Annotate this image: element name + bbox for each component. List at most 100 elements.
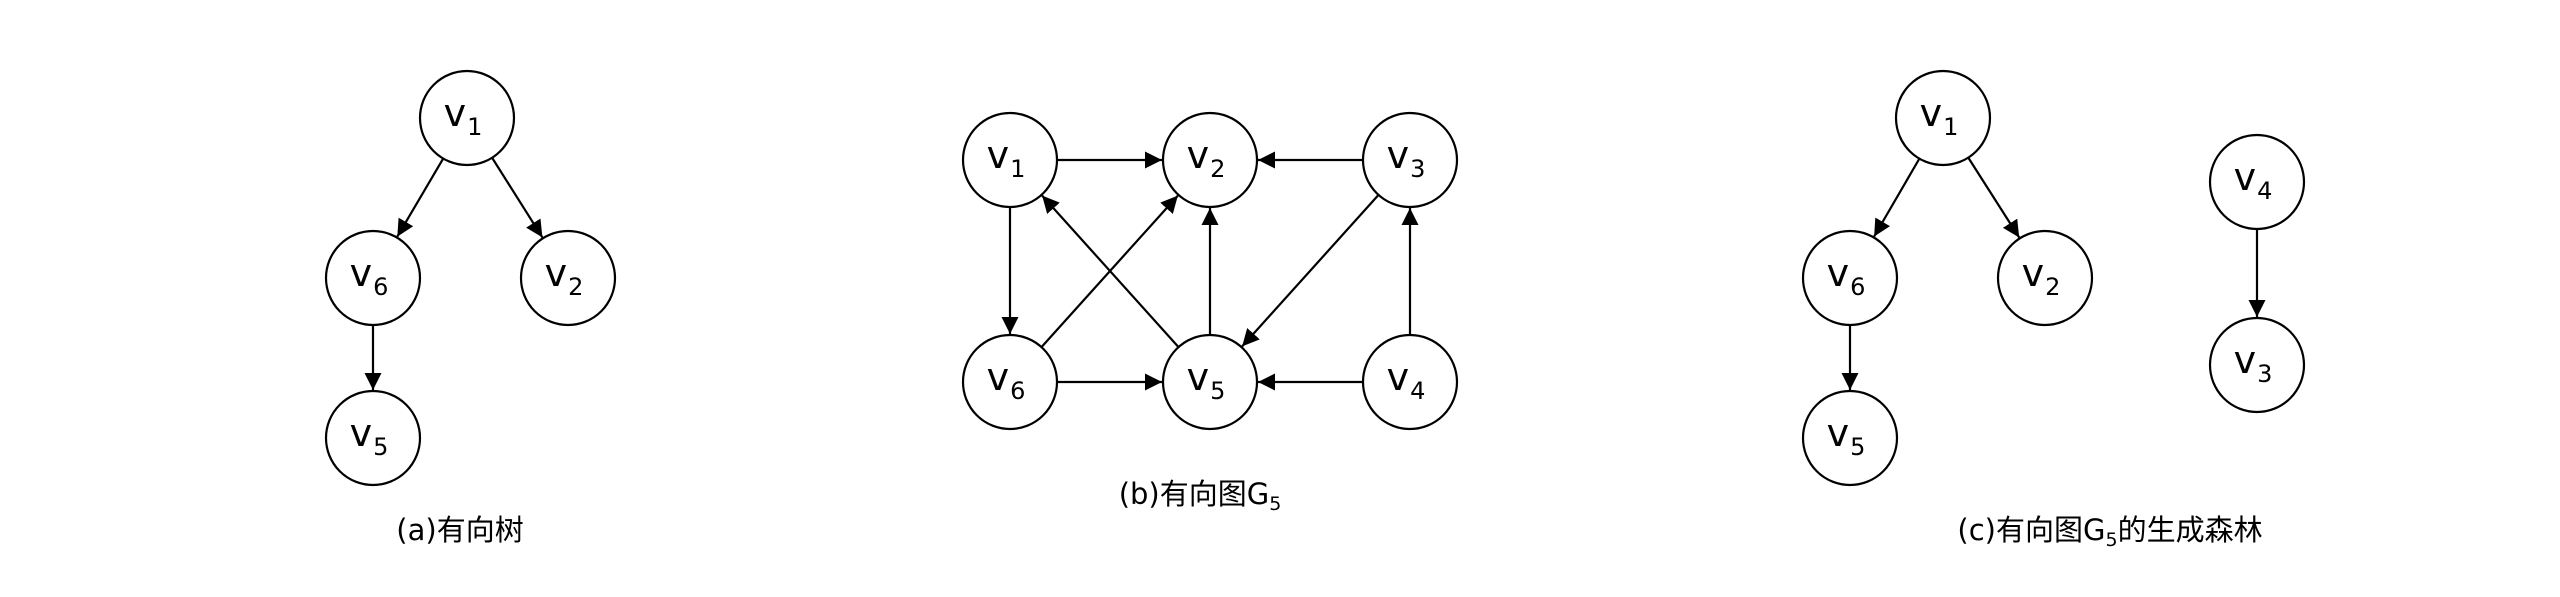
node-v6: v6 [1801,229,1899,327]
edges [1001,151,1419,391]
node-label-main: v [444,91,467,135]
node-label-subscript: 6 [373,273,388,301]
node-label-subscript: 5 [1850,433,1865,461]
node-v4: v4 [1361,333,1459,431]
node-label: v5 [1187,355,1226,405]
edge-v1-to-v2 [491,157,544,238]
node-v2: v2 [519,229,617,327]
node-label: v4 [2234,155,2273,205]
node-label: v1 [987,133,1026,183]
node-label: v6 [350,251,389,301]
node-label: v5 [350,411,389,461]
node-v3: v3 [1361,111,1459,209]
node-label-main: v [987,133,1010,177]
node-label-main: v [987,355,1010,399]
node-label-main: v [1187,133,1210,177]
node-label-main: v [1920,91,1943,135]
node-label-subscript: 4 [2257,177,2272,205]
node-label-main: v [1187,355,1210,399]
node-circle [324,389,422,487]
node-label-main: v [2022,251,2045,295]
caption-text: (b)有向图G [1119,477,1270,511]
caption-text: (c)有向图G [1957,513,2105,547]
node-label-subscript: 1 [1943,113,1958,141]
node-label-subscript: 4 [1410,377,1425,405]
node-label-main: v [2234,338,2257,382]
node-circle [418,69,516,167]
node-label-subscript: 5 [1210,377,1225,405]
node-label: v3 [1387,133,1426,183]
node-label: v3 [2234,338,2273,388]
node-circle [519,229,617,327]
node-label: v6 [987,355,1026,405]
node-label-subscript: 2 [2045,273,2060,301]
node-v5: v5 [1801,389,1899,487]
node-label-subscript: 2 [568,273,583,301]
node-label-main: v [1827,411,1850,455]
node-v4: v4 [2208,133,2306,231]
node-circle [1801,389,1899,487]
node-v1: v1 [1894,69,1992,167]
node-v2: v2 [1996,229,2094,327]
node-v6: v6 [961,333,1059,431]
caption-b: (b)有向图G5 [1119,477,1282,515]
node-label: v5 [1827,411,1866,461]
edge-v1-to-v6 [1873,158,1921,238]
node-circle [324,229,422,327]
node-label-main: v [2234,155,2257,199]
node-v3: v3 [2208,316,2306,414]
caption-a: (a)有向树 [396,513,523,547]
node-label-subscript: 1 [1010,155,1025,183]
node-circle [1801,229,1899,327]
node-label-subscript: 3 [2257,360,2272,388]
caption-suffix: 的生成森林 [2118,513,2263,547]
node-circle [2208,133,2306,231]
node-label: v2 [1187,133,1226,183]
node-label-subscript: 2 [1210,155,1225,183]
node-v5: v5 [1161,333,1259,431]
node-label-subscript: 6 [1010,377,1025,405]
caption-c: (c)有向图G5的生成森林 [1957,513,2262,551]
node-label: v2 [545,251,584,301]
node-label-subscript: 6 [1850,273,1865,301]
node-label: v4 [1387,355,1426,405]
edge-v1-to-v6 [396,157,445,238]
node-v1: v1 [961,111,1059,209]
node-label-subscript: 5 [373,433,388,461]
node-label-main: v [545,251,568,295]
node-v1: v1 [418,69,516,167]
edge-v5-to-v1 [1041,194,1180,348]
edge-v1-to-v2 [1967,157,2021,239]
node-circle [1996,229,2094,327]
node-v2: v2 [1161,111,1259,209]
node-label-main: v [350,251,373,295]
node-v5: v5 [324,389,422,487]
node-label-subscript: 3 [1410,155,1425,183]
node-circle [961,333,1059,431]
node-label-main: v [1387,133,1410,177]
node-label-main: v [350,411,373,455]
node-label-main: v [1827,251,1850,295]
node-circle [2208,316,2306,414]
node-label: v6 [1827,251,1866,301]
caption-text: (a)有向树 [396,513,523,547]
node-circle [1161,111,1259,209]
caption-subscript: 5 [1269,493,1281,515]
edges [1841,157,2266,390]
caption-subscript: 5 [2105,529,2117,551]
node-circle [1361,333,1459,431]
node-circle [961,111,1059,209]
node-circle [1894,69,1992,167]
node-circle [1161,333,1259,431]
edge-v3-to-v5 [1241,194,1380,348]
node-label: v1 [1920,91,1959,141]
node-label-subscript: 1 [467,113,482,141]
node-circle [1361,111,1459,209]
node-label: v1 [444,91,483,141]
